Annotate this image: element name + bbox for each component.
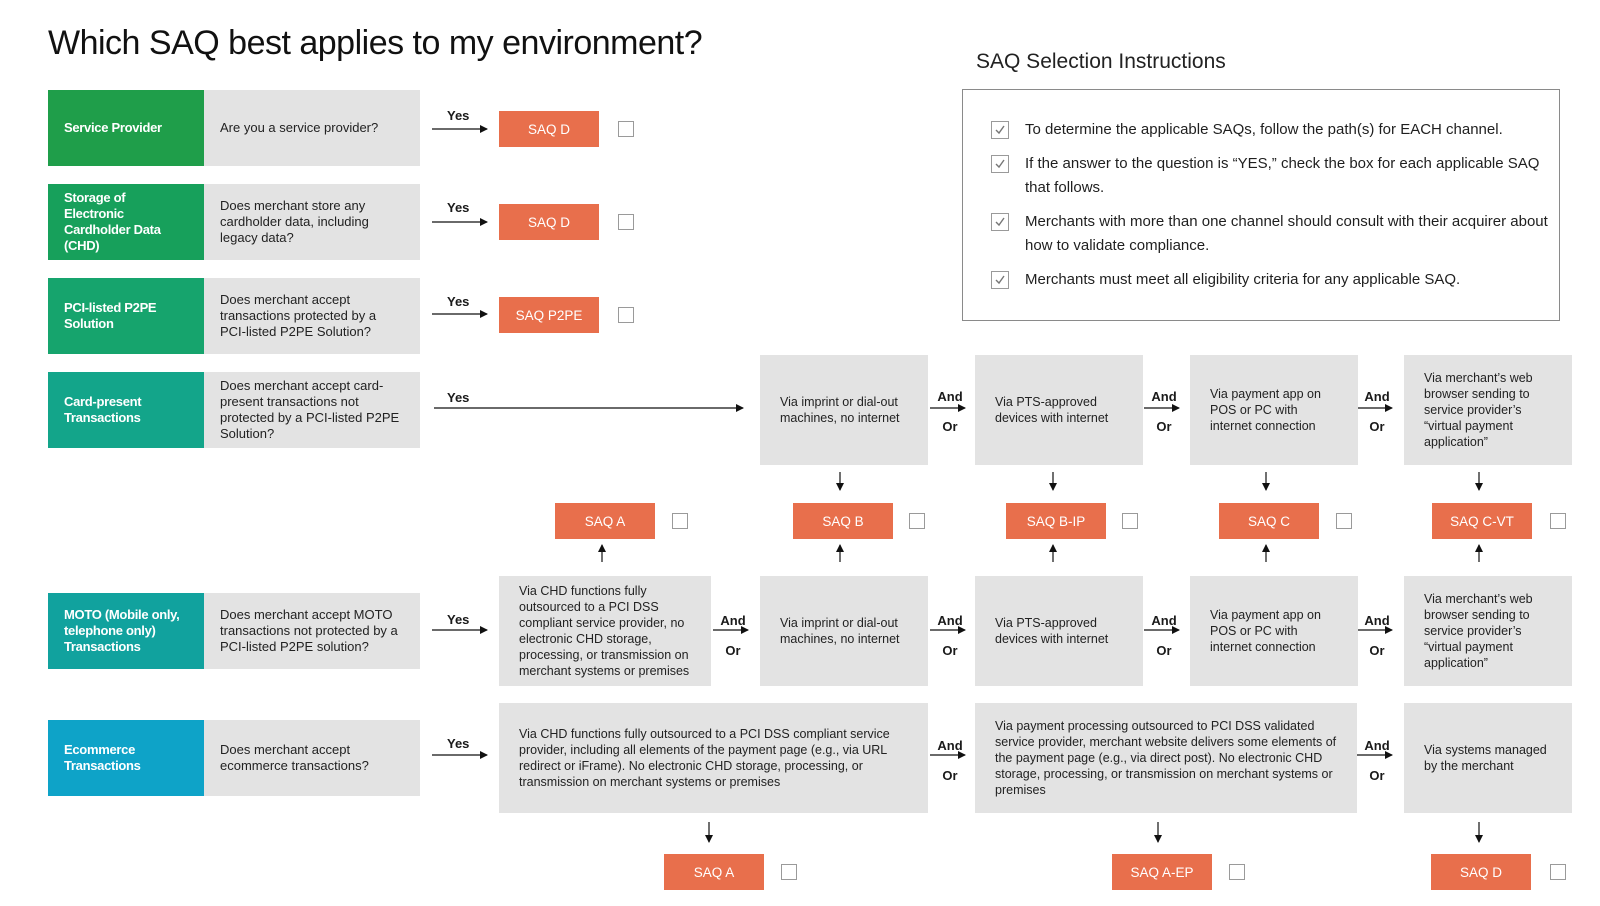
checkbox-saq-c[interactable] [1336, 513, 1352, 529]
saq-a-ep: SAQ A-EP [1112, 854, 1212, 890]
row-label-card-present: Card-present Transactions [48, 372, 204, 448]
option-ecom-merchant-managed: Via systems managed by the merchant [1404, 703, 1572, 813]
row-label-moto: MOTO (Mobile only, telephone only) Trans… [48, 593, 204, 669]
checkbox-saq-d-storage[interactable] [618, 214, 634, 230]
instruction-item: Merchants must meet all eligibility crit… [991, 268, 1565, 292]
and-label: And [937, 738, 963, 753]
yes-label: Yes [447, 736, 470, 751]
and-label: And [720, 613, 746, 628]
checked-checkbox-icon[interactable] [991, 271, 1009, 289]
question-storage-chd: Does merchant store any cardholder data,… [204, 184, 420, 260]
saq-p2pe: SAQ P2PE [499, 297, 599, 333]
or-label: Or [1156, 643, 1172, 658]
instruction-item: If the answer to the question is “YES,” … [991, 152, 1565, 200]
or-label: Or [942, 419, 958, 434]
option-moto-virtual-terminal: Via merchant’s web browser sending to se… [1404, 576, 1572, 686]
checked-checkbox-icon[interactable] [991, 155, 1009, 173]
or-label: Or [1369, 768, 1385, 783]
question-ecommerce: Does merchant accept ecommerce transacti… [204, 720, 420, 796]
option-ecom-fully-outsourced: Via CHD functions fully outsourced to a … [499, 703, 928, 813]
checked-checkbox-icon[interactable] [991, 121, 1009, 139]
row-label-p2pe: PCI-listed P2PE Solution [48, 278, 204, 354]
saq-a-moto: SAQ A [555, 503, 655, 539]
option-moto-imprint: Via imprint or dial-out machines, no int… [760, 576, 928, 686]
option-cp-pts: Via PTS-approved devices with internet [975, 355, 1143, 465]
row-label-storage-chd: Storage of Electronic Cardholder Data (C… [48, 184, 204, 260]
or-label: Or [1156, 419, 1172, 434]
or-label: Or [942, 643, 958, 658]
and-label: And [1364, 613, 1390, 628]
instruction-text: Merchants with more than one channel sho… [1025, 213, 1548, 254]
checkbox-saq-c-vt[interactable] [1550, 513, 1566, 529]
yes-label: Yes [447, 200, 470, 215]
saq-b-ip: SAQ B-IP [1006, 503, 1106, 539]
checkbox-saq-b[interactable] [909, 513, 925, 529]
instructions-panel: To determine the applicable SAQs, follow… [962, 89, 1560, 321]
yes-label: Yes [447, 108, 470, 123]
saq-c: SAQ C [1219, 503, 1319, 539]
question-p2pe: Does merchant accept transactions protec… [204, 278, 420, 354]
option-ecom-partially-outsourced: Via payment processing outsourced to PCI… [975, 703, 1357, 813]
option-moto-pts: Via PTS-approved devices with internet [975, 576, 1143, 686]
checkbox-saq-a-ep[interactable] [1229, 864, 1245, 880]
saq-d-storage: SAQ D [499, 204, 599, 240]
row-label-ecommerce: Ecommerce Transactions [48, 720, 204, 796]
yes-label: Yes [447, 612, 470, 627]
checkbox-saq-a-ecommerce[interactable] [781, 864, 797, 880]
and-label: And [1151, 613, 1177, 628]
or-label: Or [942, 768, 958, 783]
and-label: And [1151, 389, 1177, 404]
checkbox-saq-a-moto[interactable] [672, 513, 688, 529]
saq-c-vt: SAQ C-VT [1432, 503, 1532, 539]
checkbox-saq-p2pe[interactable] [618, 307, 634, 323]
saq-d-service-provider: SAQ D [499, 111, 599, 147]
and-label: And [937, 389, 963, 404]
checked-checkbox-icon[interactable] [991, 213, 1009, 231]
yes-label: Yes [447, 294, 470, 309]
page-title: Which SAQ best applies to my environment… [48, 24, 703, 62]
checkbox-saq-b-ip[interactable] [1122, 513, 1138, 529]
option-cp-virtual-terminal: Via merchant’s web browser sending to se… [1404, 355, 1572, 465]
instruction-text: To determine the applicable SAQs, follow… [1025, 121, 1503, 138]
option-moto-outsourced: Via CHD functions fully outsourced to a … [499, 576, 711, 686]
and-label: And [937, 613, 963, 628]
or-label: Or [725, 643, 741, 658]
question-moto: Does merchant accept MOTO transactions n… [204, 593, 420, 669]
and-label: And [1364, 389, 1390, 404]
question-service-provider: Are you a service provider? [204, 90, 420, 166]
checkbox-saq-d-ecommerce[interactable] [1550, 864, 1566, 880]
checkbox-saq-d-service-provider[interactable] [618, 121, 634, 137]
instruction-item: Merchants with more than one channel sho… [991, 210, 1565, 258]
option-moto-payment-app: Via payment app on POS or PC with intern… [1190, 576, 1358, 686]
instruction-item: To determine the applicable SAQs, follow… [991, 118, 1565, 142]
option-cp-imprint: Via imprint or dial-out machines, no int… [760, 355, 928, 465]
instruction-text: If the answer to the question is “YES,” … [1025, 155, 1540, 196]
instructions-heading: SAQ Selection Instructions [976, 50, 1226, 73]
or-label: Or [1369, 643, 1385, 658]
saq-a-ecommerce: SAQ A [664, 854, 764, 890]
question-card-present: Does merchant accept card-present transa… [204, 372, 420, 448]
option-cp-payment-app: Via payment app on POS or PC with intern… [1190, 355, 1358, 465]
instruction-text: Merchants must meet all eligibility crit… [1025, 271, 1461, 288]
row-label-service-provider: Service Provider [48, 90, 204, 166]
yes-label: Yes [447, 390, 470, 405]
saq-d-ecommerce: SAQ D [1431, 854, 1531, 890]
or-label: Or [1369, 419, 1385, 434]
and-label: And [1364, 738, 1390, 753]
saq-b: SAQ B [793, 503, 893, 539]
